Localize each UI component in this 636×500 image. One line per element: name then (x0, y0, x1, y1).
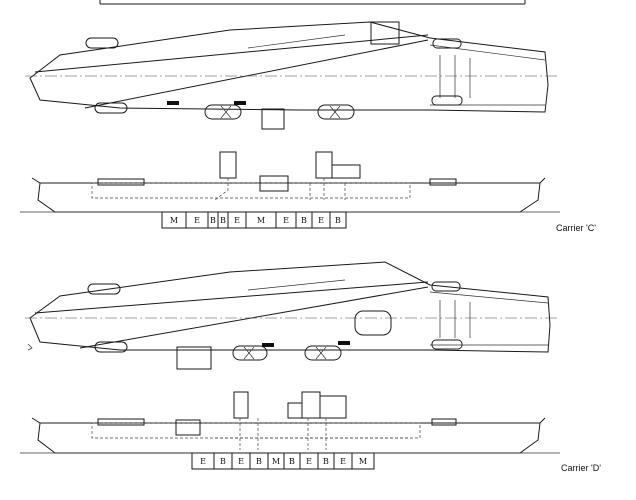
carrier-c-compartment-label: B (301, 216, 307, 225)
caption-carrier-c: Carrier 'C' (556, 223, 596, 233)
carrier-c-compartment-label: B (210, 216, 216, 225)
carrier-d-compartment-label: E (238, 457, 244, 466)
carrier-c-compartment-label: B (335, 216, 341, 225)
carrier-d-compartment-label: B (256, 457, 262, 466)
carrier-d-compartment-label: B (323, 457, 329, 466)
carrier-c-compartment-label: B (220, 216, 226, 225)
carrier-d-compartment-label: E (200, 457, 206, 466)
carrier-c-profile-view (20, 151, 560, 213)
carrier-c-plan-view (25, 21, 560, 130)
carrier-d-profile-view (20, 391, 560, 454)
carrier-c-compartment-label: M (257, 216, 265, 225)
caption-carrier-d: Carrier 'D' (561, 463, 601, 473)
carrier-c-compartment-label: M (170, 216, 178, 225)
previous-plan-remnant (99, 0, 526, 5)
carrier-d-compartment-label: M (359, 457, 367, 466)
carrier-d-compartment-label: B (289, 457, 295, 466)
carrier-d-compartment-label: E (340, 457, 346, 466)
carrier-d-compartment-label: E (306, 457, 312, 466)
carrier-c-compartment-label: E (194, 216, 200, 225)
carrier-c-compartment-label: E (234, 216, 240, 225)
carrier-d-compartment-label: M (272, 457, 280, 466)
carrier-d-plan-view (25, 261, 560, 370)
carrier-d-compartment-label: B (220, 457, 226, 466)
carrier-c-compartment-label: E (283, 216, 289, 225)
carrier-c-compartment-label: E (318, 216, 324, 225)
